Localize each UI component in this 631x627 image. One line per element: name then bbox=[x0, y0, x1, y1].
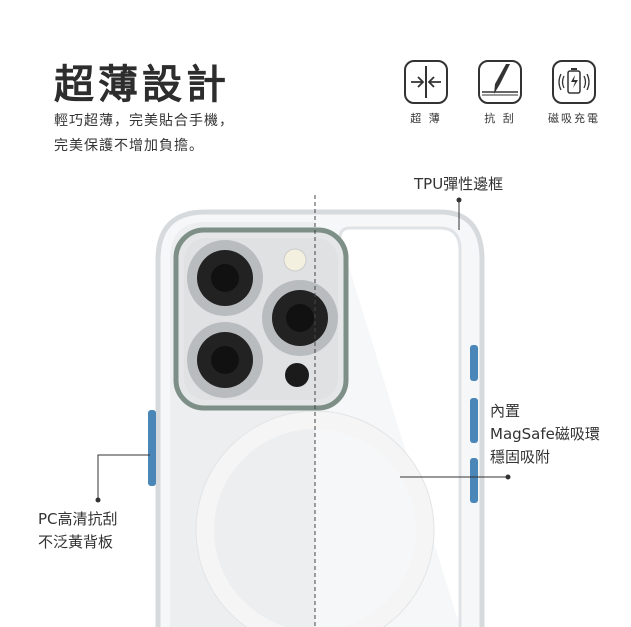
wireless-charging-icon bbox=[552, 60, 596, 104]
tpu-frame-label: TPU彈性邊框 bbox=[414, 175, 504, 193]
thin-arrows-icon bbox=[404, 60, 448, 104]
subtitle-line-2: 完美保護不增加負擔。 bbox=[54, 138, 204, 154]
feature-label: 抗 刮 bbox=[484, 112, 516, 125]
feature-thin: 超 薄 bbox=[396, 60, 456, 126]
side-button bbox=[470, 345, 478, 381]
magsafe-label: 內置 MagSafe磁吸環 穩固吸附 bbox=[490, 400, 600, 469]
subtitle-line-1: 輕巧超薄，完美貼合手機， bbox=[54, 113, 234, 129]
magsafe-line: 穩固吸附 bbox=[490, 448, 551, 466]
magsafe-line: MagSafe磁吸環 bbox=[490, 425, 600, 443]
feature-charging: 磁吸充電 bbox=[544, 60, 604, 126]
page-title: 超薄設計 bbox=[54, 62, 230, 108]
feature-scratch: 抗 刮 bbox=[470, 60, 530, 126]
side-button bbox=[470, 398, 478, 443]
feature-label: 超 薄 bbox=[410, 112, 442, 125]
pc-back-label: PC高清抗刮 不泛黃背板 bbox=[38, 508, 118, 554]
pc-line: PC高清抗刮 bbox=[38, 510, 118, 528]
magsafe-line: 內置 bbox=[490, 402, 521, 420]
camera-lens bbox=[187, 240, 338, 398]
side-button bbox=[148, 410, 156, 486]
scratch-pen-icon bbox=[478, 60, 522, 104]
feature-label: 磁吸充電 bbox=[548, 112, 600, 125]
pc-line: 不泛黃背板 bbox=[38, 533, 114, 551]
side-button bbox=[470, 458, 478, 503]
